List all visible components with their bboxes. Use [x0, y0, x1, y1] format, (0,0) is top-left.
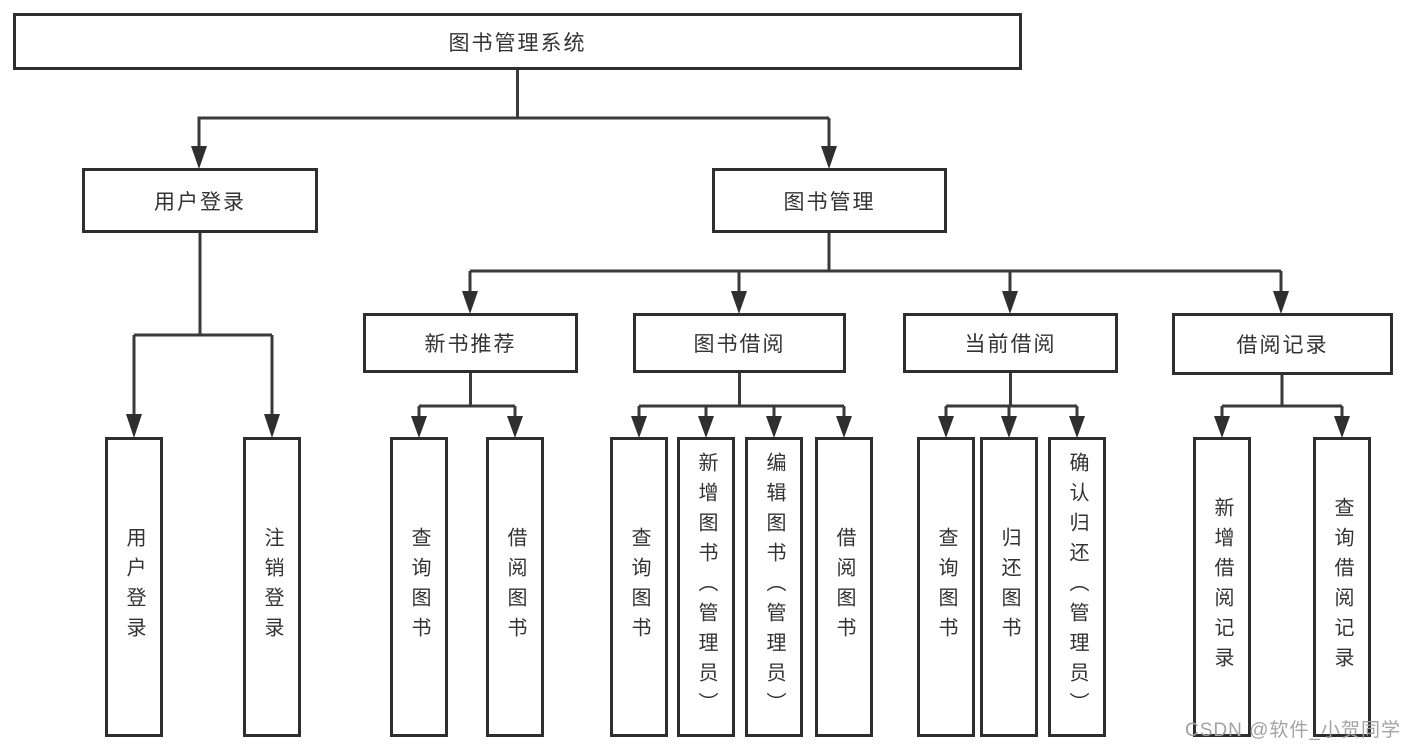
node-new-book-recommend: 新书推荐	[363, 313, 578, 373]
leaf-label: 新增图书（管理员）	[695, 452, 717, 722]
leaf-borrow-books: 借阅图书	[486, 437, 544, 737]
leaf-add-borrow-record: 新增借阅记录	[1193, 437, 1251, 737]
leaf-label: 借阅图书	[833, 527, 855, 647]
node-label: 当前借阅	[964, 333, 1057, 356]
leaf-return-books: 归还图书	[980, 437, 1038, 737]
leaf-query-books: 查询图书	[917, 437, 975, 737]
leaf-query-books: 查询图书	[610, 437, 668, 737]
leaf-label: 查询图书	[935, 527, 957, 647]
node-user-login: 用户登录	[82, 168, 318, 233]
leaf-edit-books-admin: 编辑图书（管理员）	[745, 437, 803, 737]
leaf-logout: 注销登录	[243, 437, 301, 737]
leaf-user-login: 用户登录	[105, 437, 163, 737]
leaf-query-books: 查询图书	[390, 437, 448, 737]
node-label: 图书管理系统	[448, 31, 587, 55]
leaf-label: 编辑图书（管理员）	[763, 452, 785, 722]
leaf-label: 用户登录	[123, 527, 145, 647]
leaf-label: 归还图书	[998, 527, 1020, 647]
node-borrow-records: 借阅记录	[1172, 313, 1393, 375]
leaf-label: 确认归还（管理员）	[1066, 452, 1088, 722]
node-label: 新书推荐	[424, 333, 517, 356]
leaf-query-borrow-record: 查询借阅记录	[1313, 437, 1371, 737]
leaf-label: 新增借阅记录	[1211, 497, 1233, 677]
node-book-borrow: 图书借阅	[633, 313, 846, 373]
node-current-borrow: 当前借阅	[903, 313, 1118, 373]
node-label: 图书管理	[783, 190, 876, 214]
node-book-management: 图书管理	[712, 168, 947, 233]
leaf-label: 查询图书	[408, 527, 430, 647]
arrowhead-icons	[126, 146, 1350, 438]
leaf-label: 查询借阅记录	[1331, 497, 1353, 677]
node-label: 借阅记录	[1236, 334, 1329, 357]
leaf-label: 查询图书	[628, 527, 650, 647]
leaf-add-books-admin: 新增图书（管理员）	[677, 437, 735, 737]
leaf-confirm-return-admin: 确认归还（管理员）	[1048, 437, 1106, 737]
node-system-root: 图书管理系统	[13, 13, 1022, 70]
leaf-label: 注销登录	[261, 527, 283, 647]
leaf-label: 借阅图书	[504, 527, 526, 647]
leaf-borrow-books: 借阅图书	[815, 437, 873, 737]
csdn-watermark: CSDN @软件_小贺同学	[1185, 720, 1401, 741]
node-label: 用户登录	[154, 190, 246, 214]
node-label: 图书借阅	[693, 333, 786, 356]
